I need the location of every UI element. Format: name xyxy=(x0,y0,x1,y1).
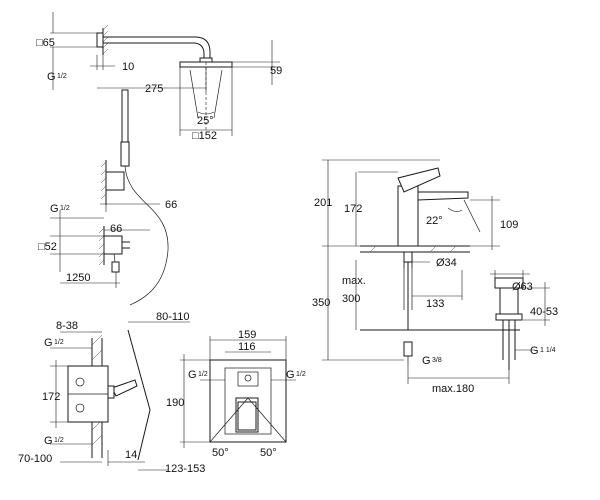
mixer-thread-bottom-label: G xyxy=(44,435,53,447)
front-height-label: 190 xyxy=(166,397,184,409)
mixer-thread-top-fraction: 1/2 xyxy=(54,339,64,346)
body-height-label: 172 xyxy=(344,203,362,215)
hole-diameter-label: Ø34 xyxy=(436,257,457,269)
plate-offset-label: 14 xyxy=(125,449,137,461)
outlet-thread-label: G xyxy=(50,203,59,215)
supply-thread-label: G xyxy=(422,355,431,367)
wall-range-label: 70-100 xyxy=(18,453,52,465)
overall-height-label: 350 xyxy=(312,297,330,309)
outlet-square-label: □52 xyxy=(38,241,57,253)
waste-range-label: 40-53 xyxy=(530,306,558,318)
spout-angle-label: 22° xyxy=(426,215,443,227)
outlet-offset-label: 66 xyxy=(110,223,122,235)
spray-angle-label: 25° xyxy=(197,115,214,127)
reach-range-bottom-label: 123-153 xyxy=(165,463,205,475)
shower-outlet-assembly xyxy=(50,210,150,288)
max-reach-label: max.180 xyxy=(432,383,474,395)
head-drop-label: 59 xyxy=(270,65,282,77)
mixer-thread-top-label: G xyxy=(44,337,53,349)
hand-offset-label: 66 xyxy=(165,199,177,211)
arm-square-label: □65 xyxy=(36,37,55,49)
hose-max-value: 300 xyxy=(342,293,360,305)
spout-height-label: 109 xyxy=(500,219,518,231)
wall-offset-label: 10 xyxy=(122,61,134,73)
front-width-label: 159 xyxy=(238,329,256,341)
waste-thread-label: G xyxy=(530,345,539,357)
arm-length-label: 275 xyxy=(145,83,163,95)
mixer-side-view xyxy=(50,321,190,471)
front-inner-width-label: 116 xyxy=(238,341,256,353)
hose-max-label: max. xyxy=(342,275,366,287)
front-thread-left-fraction: 1/2 xyxy=(198,371,208,378)
angle-right-label: 50° xyxy=(260,447,277,459)
arm-thread-label: G xyxy=(47,71,56,83)
mixer-height-label: 172 xyxy=(42,391,60,403)
waste-diameter-label: Ø63 xyxy=(512,281,533,293)
shower-head-assembly xyxy=(50,12,280,136)
total-height-label: 201 xyxy=(314,197,332,209)
front-thread-right-fraction: 1/2 xyxy=(296,371,306,378)
outlet-thread-fraction: 1/2 xyxy=(60,205,70,212)
head-size-label: □152 xyxy=(192,130,217,142)
mixer-front-view xyxy=(180,336,296,448)
supply-thread-fraction: 3/8 xyxy=(432,357,442,364)
front-thread-left-label: G xyxy=(188,369,197,381)
front-thread-right-label: G xyxy=(286,369,295,381)
hand-shower-assembly xyxy=(100,89,169,306)
mixer-thread-bottom-fraction: 1/2 xyxy=(54,437,64,444)
arm-thread-fraction: 1/2 xyxy=(57,73,67,80)
waste-thread-fraction: 1 1/4 xyxy=(540,347,556,354)
angle-left-label: 50° xyxy=(212,447,229,459)
reach-range-top-label: 80-110 xyxy=(156,311,189,323)
reach-label: 133 xyxy=(426,298,444,310)
hose-length-label: 1250 xyxy=(66,272,90,284)
basin-mixer-assembly xyxy=(322,159,550,384)
depth-range-label: 8-38 xyxy=(56,320,78,332)
